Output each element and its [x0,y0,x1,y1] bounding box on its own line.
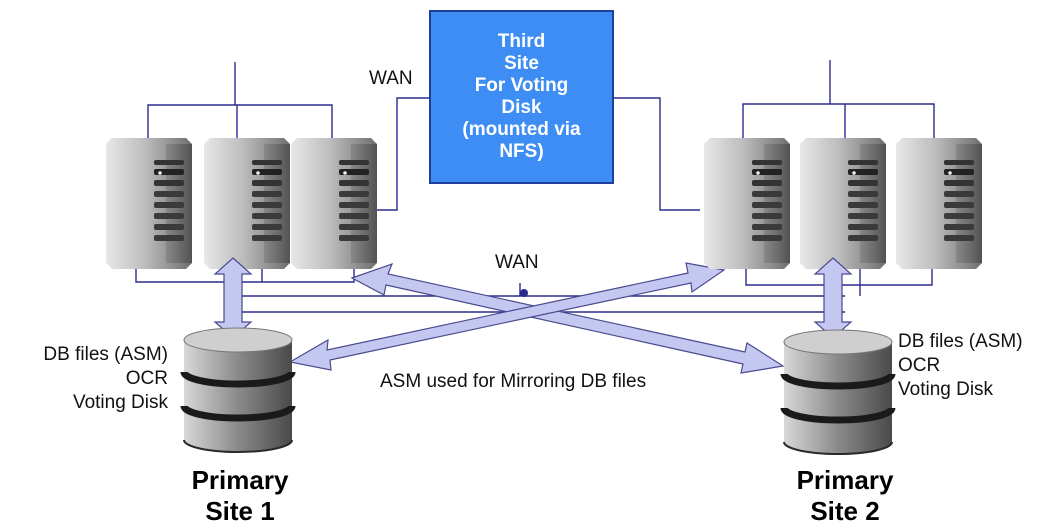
site2-server-3 [896,138,982,269]
site1-server-2 [204,138,290,269]
site1-storage-label: DB files (ASM) OCR Voting Disk [43,344,168,413]
site1-server-3 [291,138,377,269]
site1-storage-disk-icon [184,328,292,452]
third-site-label: Third Site For Voting Disk (mounted via … [462,31,581,162]
third-site-box: Third Site For Voting Disk (mounted via … [429,10,614,184]
site2-title: Primary Site 2 [796,465,894,526]
mirroring-label: ASM used for Mirroring DB files [380,371,647,392]
site2-storage-arrow [814,257,852,339]
site1-storage-arrow [214,257,252,339]
site1-title: Primary Site 1 [191,465,289,526]
site2-server-2 [800,138,886,269]
wan-label-lower: WAN [495,252,539,273]
site2-storage-label: DB files (ASM) OCR Voting Disk [898,331,1023,400]
site2-storage-disk-icon [784,330,892,454]
site2-server-1 [704,138,790,269]
wan-mirror-arrow-left [288,262,726,371]
wan-mirror-arrow-right [350,262,785,374]
site1-server-1 [106,138,192,269]
wan-junction-dot [520,289,528,297]
wan-label-upper: WAN [369,68,413,89]
